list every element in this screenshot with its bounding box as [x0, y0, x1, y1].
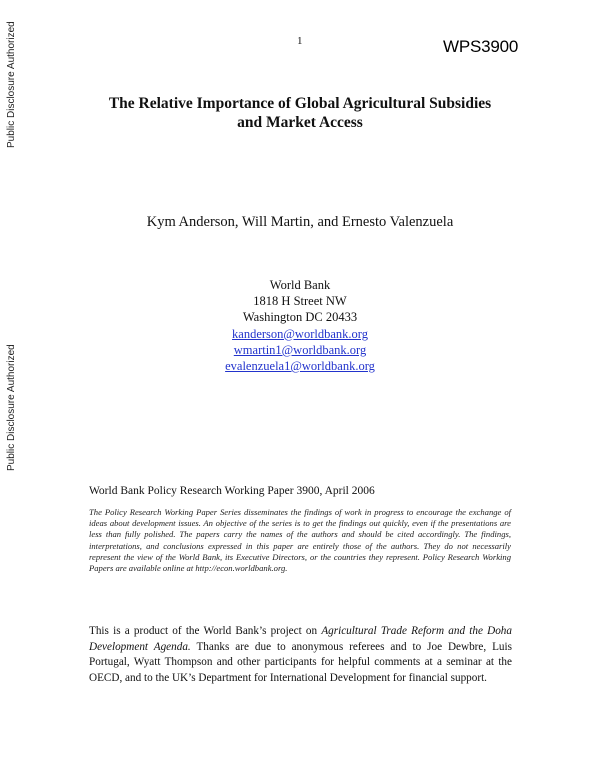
city-address: Washington DC 20433: [242, 310, 358, 325]
author-list: Kym Anderson, Will Martin, and Ernesto V…: [146, 214, 454, 230]
report-id: WPS3900: [443, 37, 519, 56]
paper-title: The Relative Importance of Global Agricu…: [60, 94, 540, 132]
page-number: 1: [297, 35, 303, 47]
email-link-anderson[interactable]: kanderson@worldbank.org: [232, 326, 368, 341]
street-address: 1818 H Street NW: [253, 294, 347, 309]
working-paper-series-line: World Bank Policy Research Working Paper…: [89, 485, 375, 497]
title-line-2: and Market Access: [237, 114, 363, 131]
affiliation-block: World Bank 1818 H Street NW Washington D…: [160, 277, 440, 374]
series-disclaimer: The Policy Research Working Paper Series…: [89, 507, 511, 574]
acknowledgement-paragraph: This is a product of the World Bank’s pr…: [89, 624, 512, 686]
title-line-1: The Relative Importance of Global Agricu…: [108, 95, 492, 112]
project-name: Agricultural Trade Reform and the Doha D…: [89, 625, 512, 653]
public-disclosure-stamp-top: Public Disclosure Authorized: [6, 21, 17, 148]
public-disclosure-stamp-middle: Public Disclosure Authorized: [6, 344, 17, 471]
acknowledgement-text-2: Thanks are due to anonymous referees and…: [89, 640, 512, 684]
email-link-martin[interactable]: wmartin1@worldbank.org: [233, 342, 367, 357]
acknowledgement-text-1: This is a product of the World Bank’s pr…: [89, 625, 322, 637]
email-link-valenzuela[interactable]: evalenzuela1@worldbank.org: [225, 359, 375, 374]
organization: World Bank: [269, 278, 331, 292]
